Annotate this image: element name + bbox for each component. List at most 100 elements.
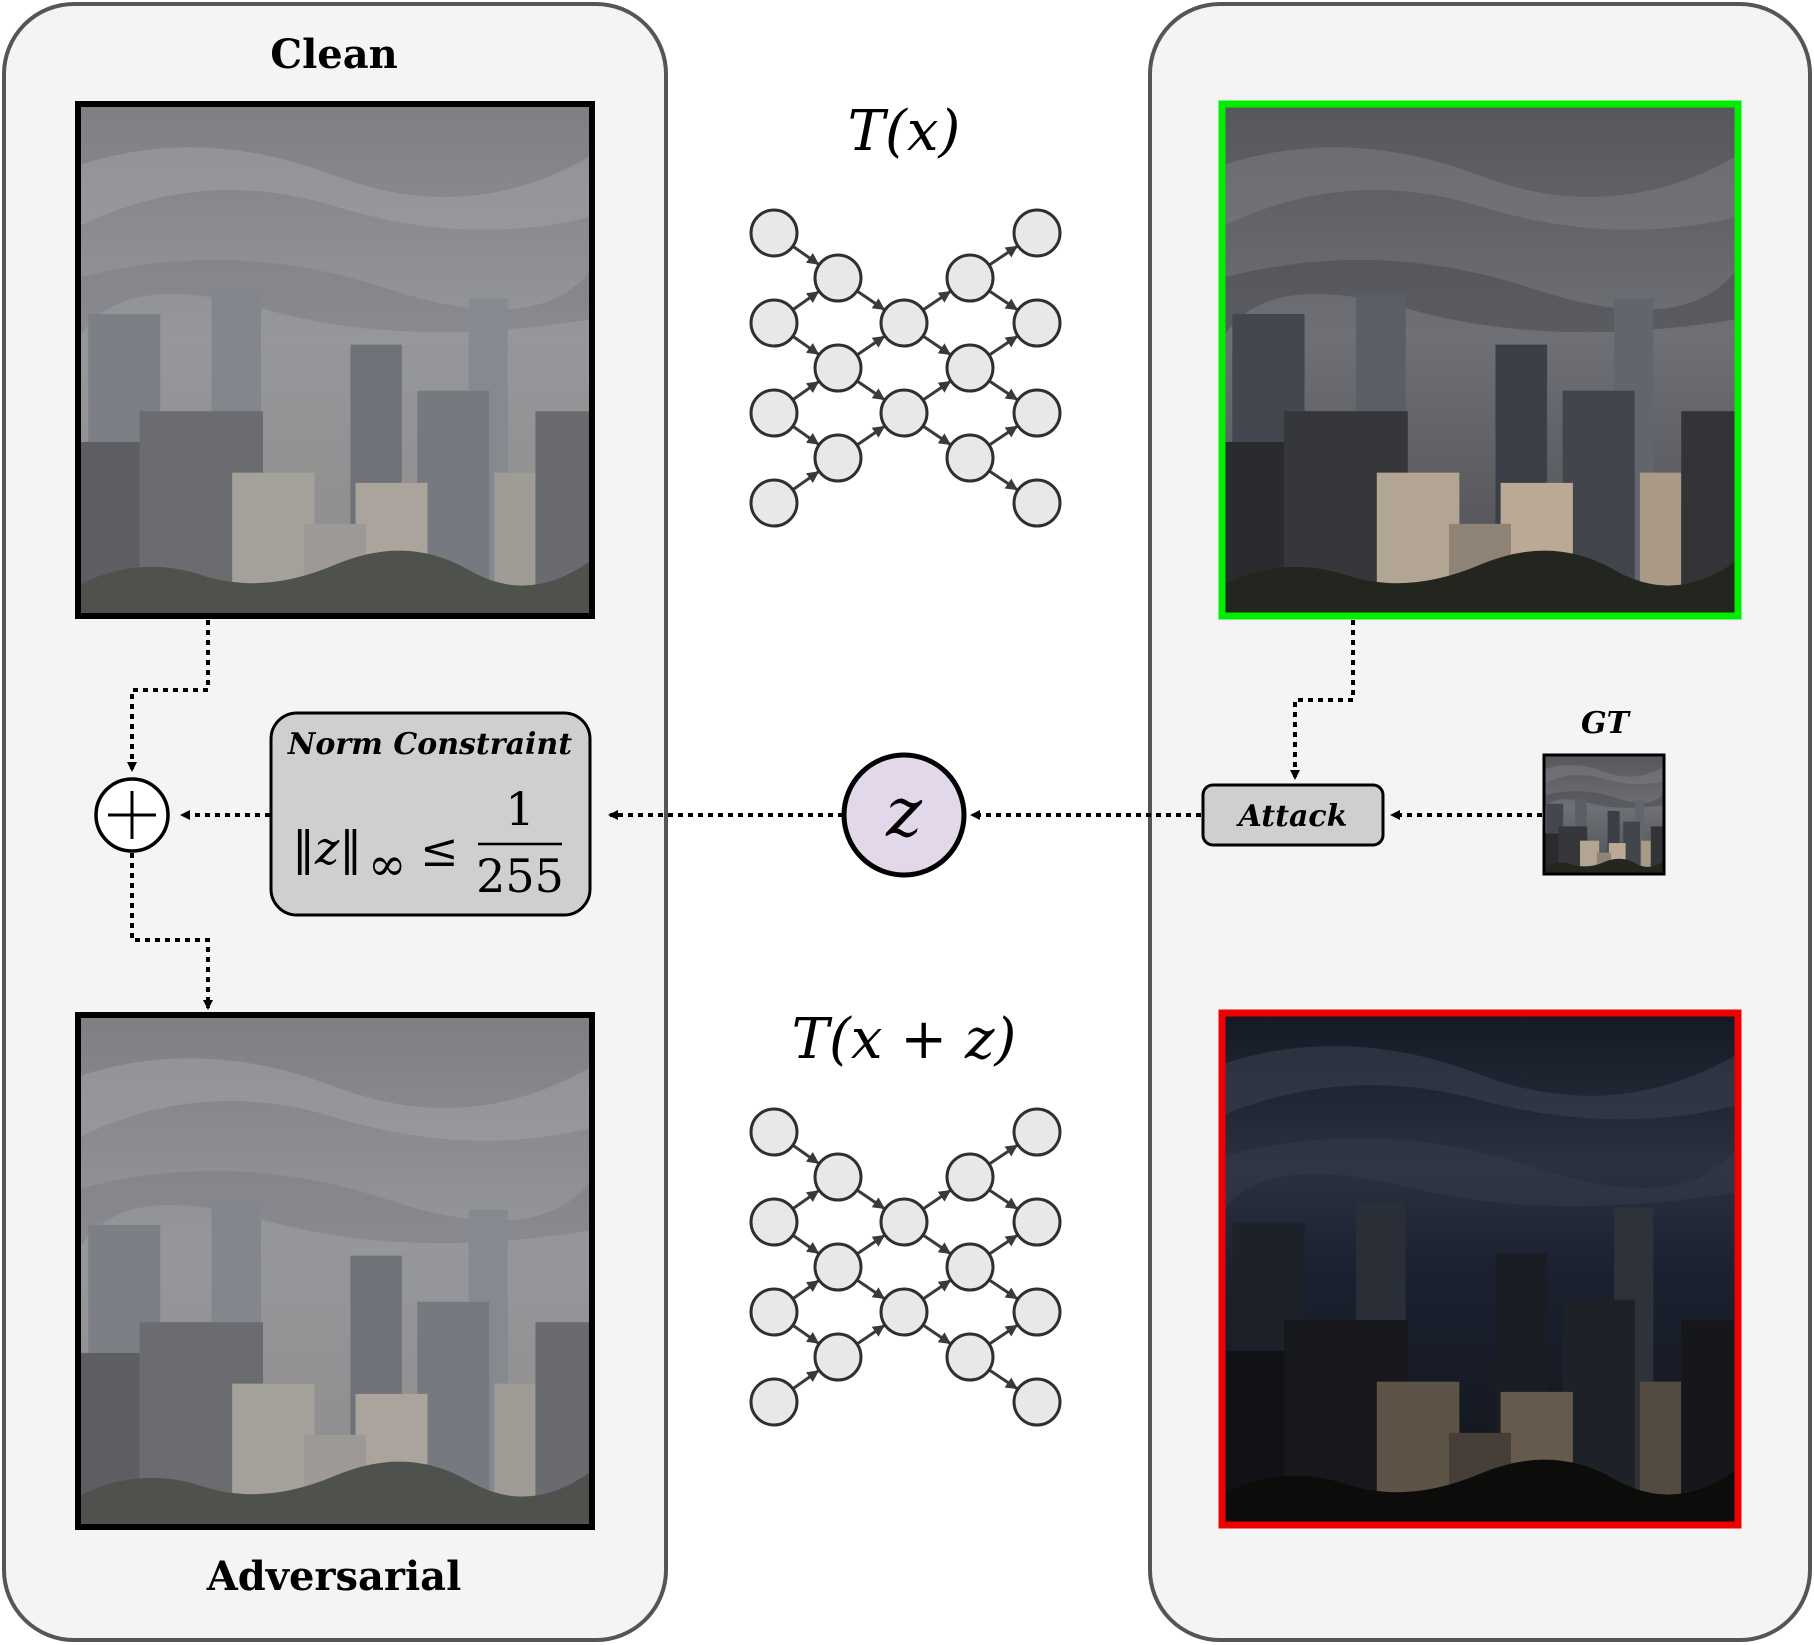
network-node — [945, 1242, 995, 1292]
network-node — [813, 1242, 863, 1292]
network-edge — [988, 1368, 1018, 1390]
norm-constraint-box: Norm Constraint ‖z‖ ∞ ≤ 1 255 — [269, 711, 592, 917]
network-node — [749, 208, 799, 258]
gt-image — [1542, 753, 1666, 876]
clean-to-sum-arrow — [127, 620, 210, 772]
network-edge — [791, 1324, 820, 1345]
output-to-attack-arrow — [1290, 620, 1355, 780]
network-node — [879, 388, 929, 438]
attacked-output-image — [1218, 1009, 1742, 1529]
network-edge — [988, 1324, 1018, 1346]
network-edge — [988, 425, 1018, 447]
network-node — [749, 298, 799, 348]
network-edge — [791, 1234, 820, 1255]
network-edge — [856, 425, 886, 447]
network-node — [1012, 298, 1062, 348]
clean-output-image — [1218, 100, 1742, 620]
network-node — [813, 1332, 863, 1382]
network-edge — [791, 1369, 820, 1390]
network-edge — [856, 1234, 886, 1256]
clean-label: Clean — [270, 31, 397, 78]
network-node — [813, 253, 863, 303]
network-edge — [856, 1188, 886, 1210]
norm-lhs: ‖z‖ — [292, 821, 362, 875]
network-node — [749, 1107, 799, 1157]
network-node — [879, 1287, 929, 1337]
norm-denominator: 255 — [476, 849, 564, 903]
network-edge — [988, 379, 1018, 401]
network-node — [1012, 1287, 1062, 1337]
network-node — [945, 433, 995, 483]
network-edge — [856, 379, 886, 401]
network-edge — [856, 1278, 886, 1300]
network-edge — [791, 470, 820, 491]
encoder-decoder-network-icon — [749, 208, 1062, 528]
z-node: z — [841, 752, 967, 878]
network-edge — [856, 335, 886, 357]
network-edge — [922, 1323, 952, 1345]
encoder-decoder-network-icon — [749, 1107, 1062, 1427]
sum-to-adversarial-arrow — [130, 853, 213, 1010]
network-node — [749, 1197, 799, 1247]
network-node — [1012, 1377, 1062, 1427]
network-edge — [988, 1144, 1018, 1166]
network-edge — [922, 1233, 952, 1255]
network-edge — [922, 290, 952, 312]
network-edge — [791, 1279, 820, 1300]
z-symbol: z — [885, 774, 923, 853]
network-node — [1012, 478, 1062, 528]
norm-numerator: 1 — [505, 782, 534, 836]
network-node — [879, 1197, 929, 1247]
network-edge — [988, 469, 1018, 491]
network-edge — [922, 334, 952, 356]
network-edge — [791, 380, 820, 401]
network-edge — [988, 289, 1018, 311]
adversarial-image — [75, 1012, 595, 1530]
network-node — [945, 343, 995, 393]
network-edge — [988, 335, 1018, 357]
norm-constraint-title: Norm Constraint — [287, 727, 572, 762]
network-node — [1012, 1107, 1062, 1157]
network-node — [945, 1332, 995, 1382]
network-node — [749, 388, 799, 438]
t-x-label: T(x) — [848, 99, 961, 164]
clean-image — [75, 101, 595, 619]
network-node — [879, 298, 929, 348]
network-node — [749, 478, 799, 528]
network-node — [945, 1152, 995, 1202]
network-edge — [988, 245, 1018, 267]
network-edge — [856, 289, 886, 311]
network-edge — [922, 380, 952, 402]
network-edge — [791, 290, 820, 311]
network-node — [1012, 1197, 1062, 1247]
adversarial-label: Adversarial — [206, 1553, 462, 1600]
network-node — [813, 433, 863, 483]
network-edge — [922, 424, 952, 446]
network-node — [1012, 208, 1062, 258]
network-edge — [791, 1189, 820, 1210]
network-edge — [791, 425, 820, 446]
network-edge — [856, 1324, 886, 1346]
norm-leq: ≤ — [420, 823, 459, 877]
network-edge — [988, 1234, 1018, 1256]
network-edge — [791, 335, 820, 356]
network-edge — [922, 1189, 952, 1211]
network-node — [813, 343, 863, 393]
gt-label: GT — [1581, 706, 1632, 741]
circled-plus-icon — [94, 777, 170, 853]
attack-label: Attack — [1236, 799, 1348, 834]
network-edge — [988, 1188, 1018, 1210]
network-node — [749, 1377, 799, 1427]
network-node — [749, 1287, 799, 1337]
network-node — [1012, 388, 1062, 438]
network-edge — [922, 1279, 952, 1301]
network-node — [945, 253, 995, 303]
network-edge — [791, 1144, 820, 1165]
attack-box: Attack — [1201, 783, 1385, 847]
network-edge — [988, 1278, 1018, 1300]
t-x-z-label: T(x + z) — [792, 1007, 1017, 1072]
norm-subscript: ∞ — [368, 837, 406, 891]
network-edge — [791, 245, 820, 266]
network-node — [813, 1152, 863, 1202]
